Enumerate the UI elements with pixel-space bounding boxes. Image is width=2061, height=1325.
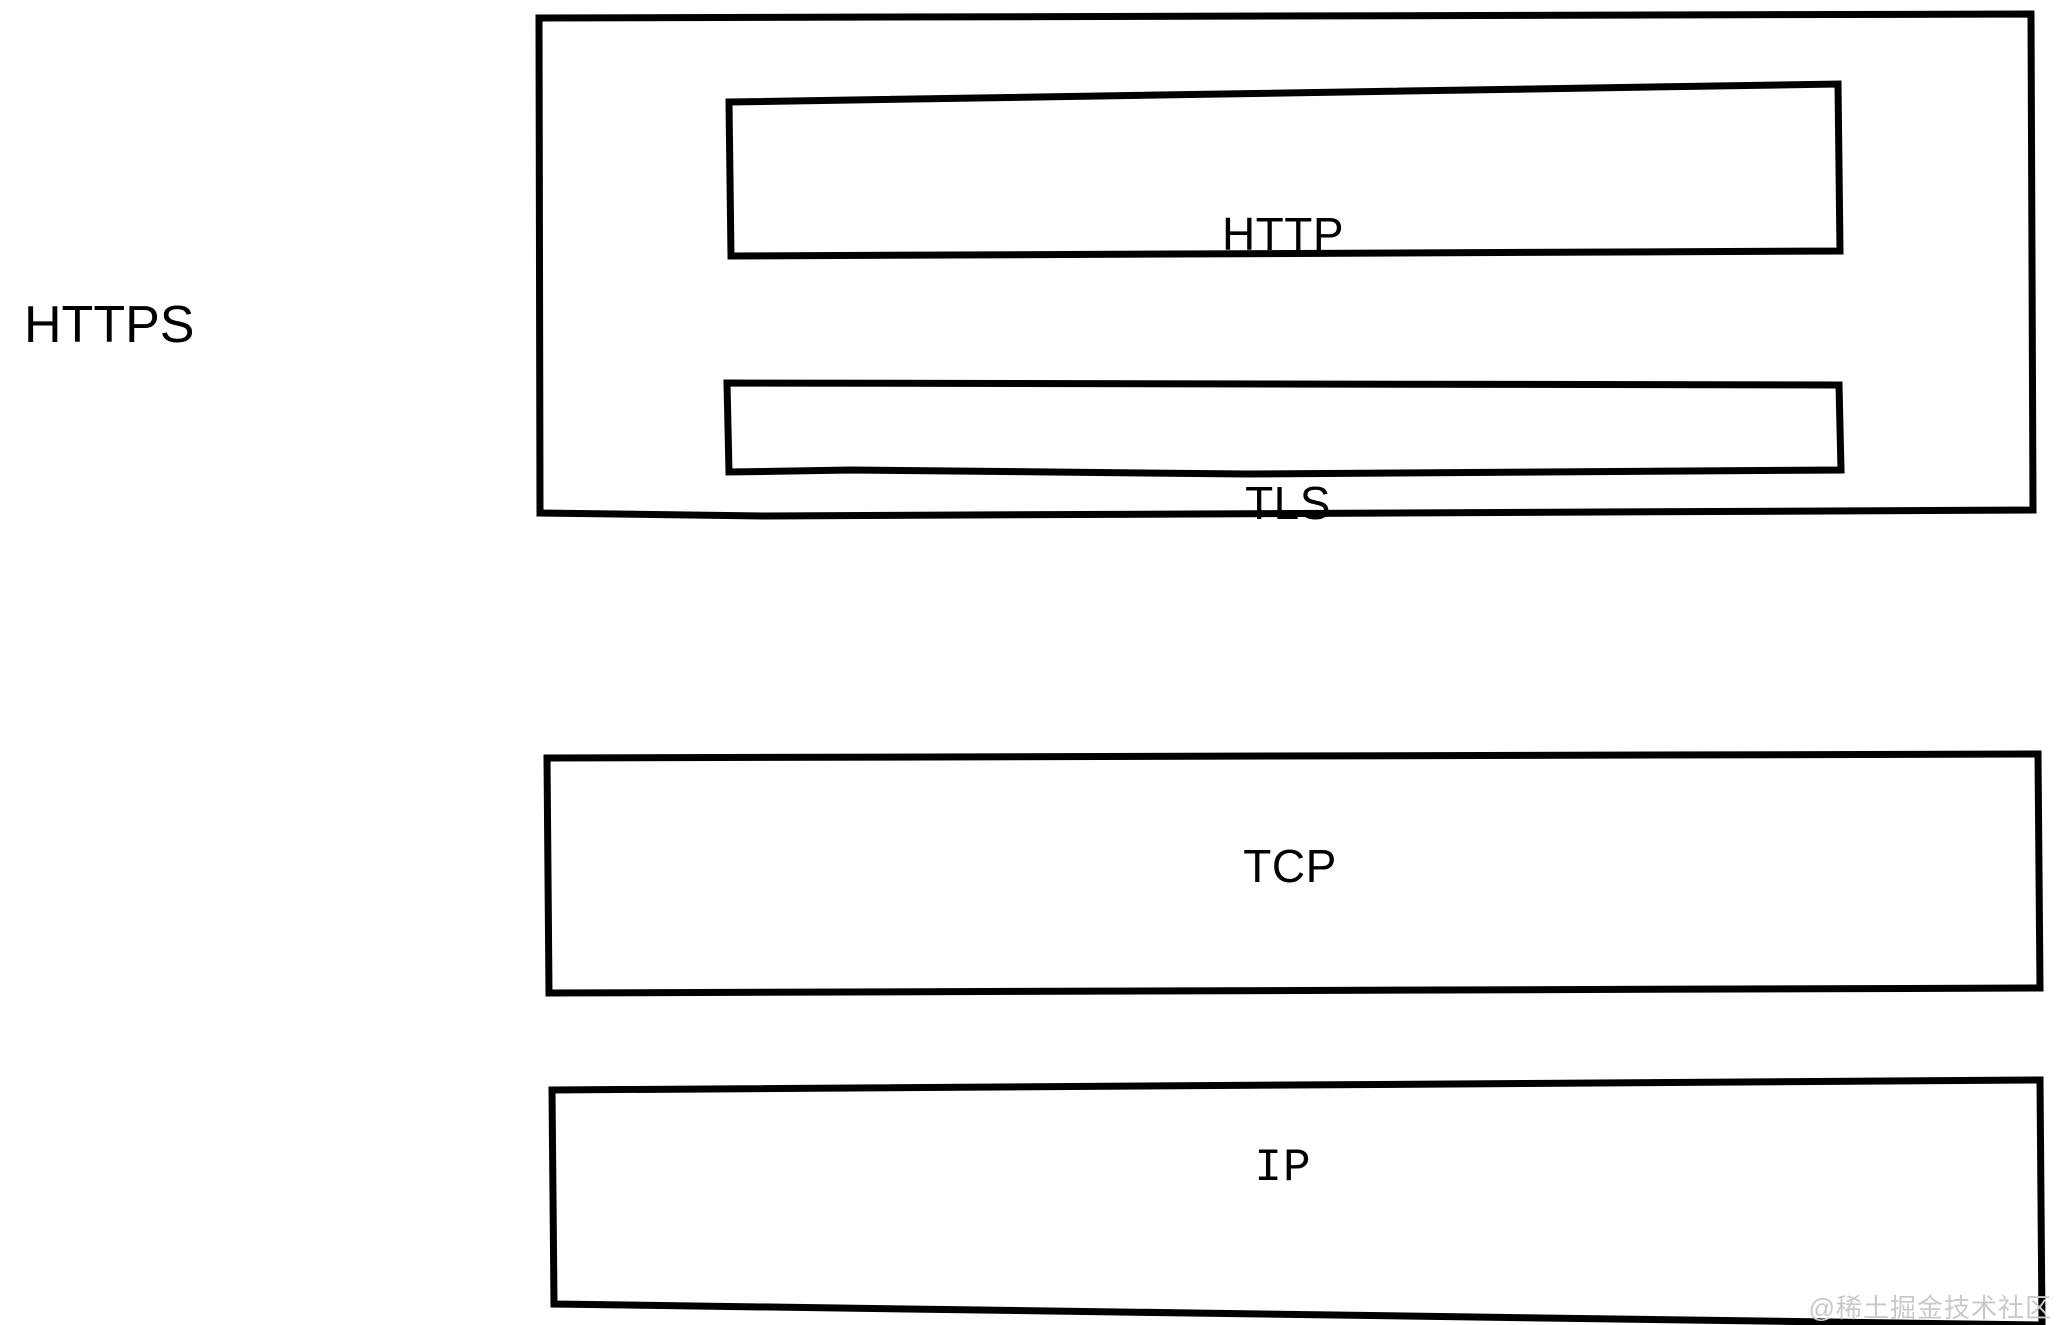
tls-box-label: TLS bbox=[1245, 477, 1331, 529]
watermark-text: @稀土掘金技术社区 bbox=[1808, 1293, 2052, 1323]
tcp-box-outline bbox=[543, 750, 2044, 997]
tls-box-outline bbox=[723, 379, 1845, 478]
ip-box-outline bbox=[548, 1076, 2046, 1325]
tcp-box-label: TCP bbox=[1243, 840, 1337, 892]
ip-box-label: IP bbox=[1254, 1142, 1312, 1194]
http-box-label: HTTP bbox=[1221, 208, 1345, 260]
https-container-outline bbox=[535, 10, 2037, 520]
https-side-label: HTTPS bbox=[24, 296, 195, 354]
http-box-outline bbox=[725, 80, 1844, 260]
